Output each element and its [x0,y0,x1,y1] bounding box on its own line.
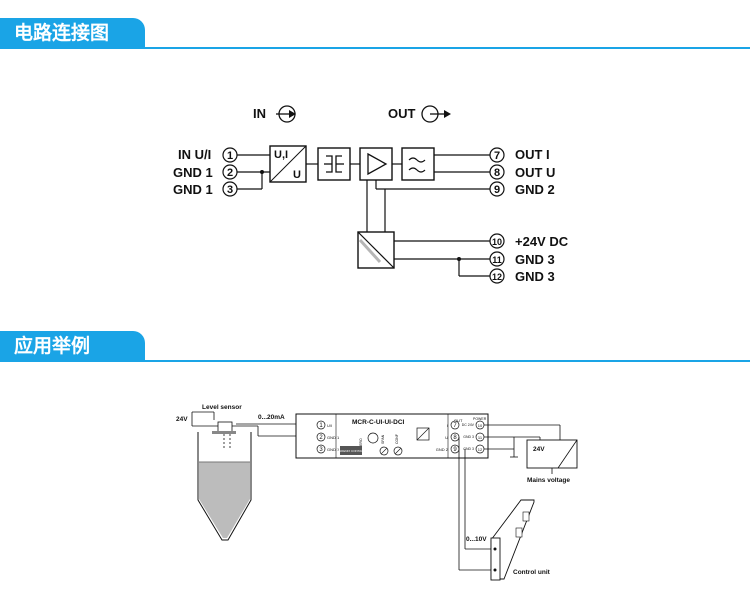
terminal-label-1: IN U/I [178,147,211,162]
terminal-number-2: 2 [227,167,233,179]
terminal-12: 12 [489,268,505,284]
terminal-number-12: 12 [492,272,502,282]
terminal-number-8: 8 [494,167,500,179]
terminal-9: 9 [489,181,505,197]
terminal-number-3: 3 [227,184,233,196]
terminal-label-2: GND 1 [173,165,213,180]
amplifier-block [359,147,393,181]
module-pin-10-number: 10 [478,423,483,428]
module-pin-8-label: U [445,435,448,440]
module-pin-1-number: 1 [319,423,323,429]
module-pin-1-label: U/I [327,423,332,428]
terminal-number-11: 11 [492,255,502,265]
circuit-diagram: IN OUT IN U/I GND 1 GND 1 1 2 3 [173,105,569,284]
in-label: IN [253,106,266,121]
terminal-11: 11 [489,251,505,267]
terminal-1: 1 [222,147,238,163]
terminal-number-9: 9 [494,184,500,196]
ui-converter-block: U,I U [269,145,307,183]
supply-24v-label: 24V [176,416,188,423]
terminal-3: 3 [222,181,238,197]
module-pin-3-number: 3 [319,447,323,453]
module-power-label: POWER [473,417,487,421]
isolation-block [317,147,351,181]
block-ui-bottom-label: U [293,169,301,181]
module-pin-12-label: GND 3 [463,447,474,451]
current-range-label: 0...20mA [258,414,285,421]
level-sensor-icon [212,421,236,448]
terminal-label-9: GND 2 [515,182,555,197]
brand-text: PHOENIX CONTACT [337,449,366,453]
module-out-header: OUT [454,418,463,423]
terminal-label-8: OUT U [515,165,555,180]
level-sensor-label: Level sensor [202,404,242,411]
application-example: 24V Level sensor 0...20mA [176,404,578,581]
terminal-2: 2 [222,164,238,180]
module-pin-10-label: DC 24V [462,423,475,427]
control-unit-card: Control unit [490,499,551,581]
module-pin-2-number: 2 [319,435,323,441]
module-pin-8-number: 8 [453,435,457,441]
brand-logo [340,446,362,455]
knob-label-conf: CONF [395,434,399,444]
module-name: MCR-C-UI-UI-DCI [352,419,405,426]
terminal-label-11: GND 3 [515,252,555,267]
module-pin-3-label: GND 1 [327,447,340,452]
module-pin-9-label: GND 2 [436,447,449,452]
terminal-number-10: 10 [492,237,502,247]
control-unit-label: Control unit [513,569,551,576]
conf-knob-icon [367,432,379,444]
silo-tank [197,432,252,541]
block-ui-top-label: U,I [274,149,288,161]
module-pin-2-label: GND 1 [327,435,340,440]
terminal-label-3: GND 1 [173,182,213,197]
power-supply-block [357,231,395,269]
section-title-circuit: 电路连接图 [0,18,145,48]
terminal-label-12: GND 3 [515,269,555,284]
mains-voltage-label: Mains voltage [527,477,570,484]
module-pin-9-number: 9 [453,447,457,453]
out-label: OUT [388,106,416,121]
module-pin-12-number: 12 [478,447,483,452]
in-arrow-icon [276,105,296,123]
module-pin-11-number: 11 [478,435,483,440]
module-pin-7-label: I [447,423,448,428]
terminal-8: 8 [489,164,505,180]
filter-block [401,147,435,181]
module-pin-7-number: 7 [453,423,457,429]
terminal-number-7: 7 [494,150,500,162]
knob-label-span: SPAN [381,434,385,444]
power-supply-unit: 24V Mains voltage [526,439,578,484]
knob-label-zero: ZERO [359,438,363,448]
section-title-example: 应用举例 [0,331,145,361]
terminal-label-10: +24V DC [515,234,569,249]
mcr-module: MCR-C-UI-UI-DCI 1 U/I 2 GND 1 3 GND 1 ZE… [295,413,489,459]
terminal-label-7: OUT I [515,147,550,162]
out-arrow-icon [421,105,451,123]
module-pin-11-label: GND 3 [463,435,474,439]
terminal-7: 7 [489,147,505,163]
voltage-range-label: 0...10V [466,536,487,543]
section-divider [0,47,750,49]
terminal-number-1: 1 [227,150,233,162]
section-divider [0,360,750,362]
terminal-10: 10 [489,233,505,249]
psu-voltage-label: 24V [533,446,545,453]
